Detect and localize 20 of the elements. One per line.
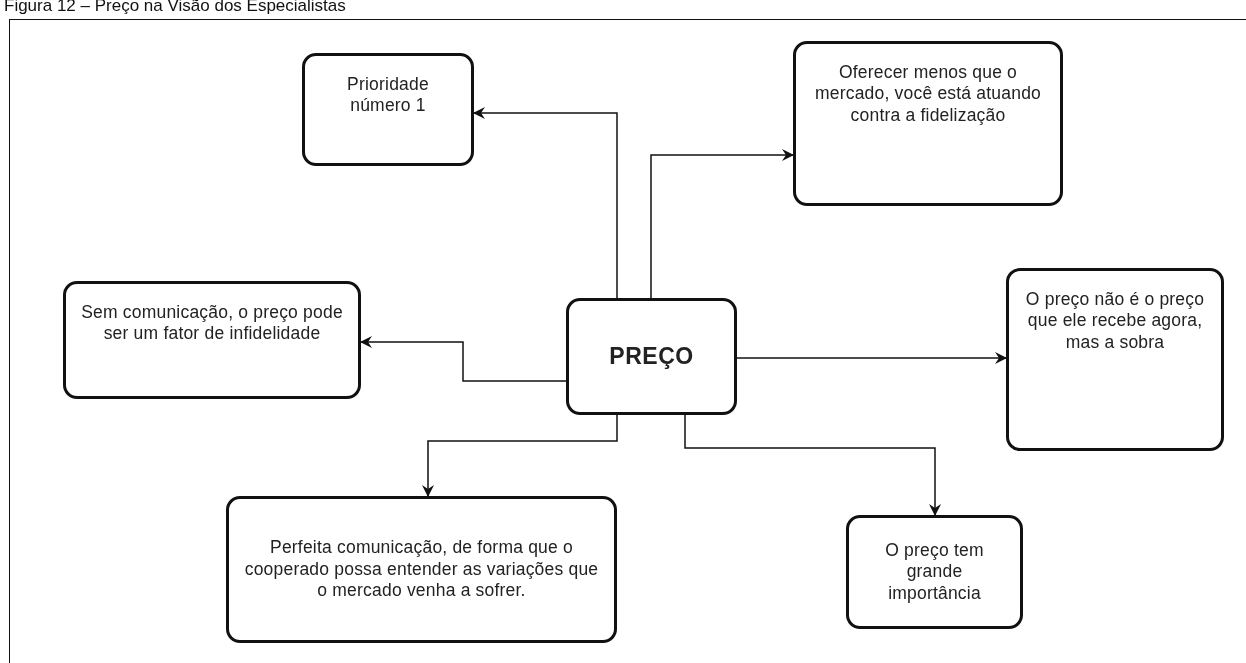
connector-arrow bbox=[473, 107, 618, 299]
idea-text: Perfeita comunicação, de forma que o cooperado possa entender as variações que o mercado venha a sofrer. bbox=[243, 537, 600, 602]
idea-box bbox=[63, 281, 361, 399]
connector-arrow bbox=[650, 149, 794, 299]
idea-text: O preço tem grande importância bbox=[884, 540, 985, 604]
idea-box bbox=[846, 515, 1023, 629]
idea-box bbox=[1006, 268, 1224, 451]
connector-arrow bbox=[736, 352, 1007, 364]
idea-box bbox=[226, 496, 617, 643]
idea-text: Prioridade número 1 bbox=[346, 74, 430, 117]
topic-title: PREÇO bbox=[609, 342, 694, 371]
central-topic-box bbox=[566, 298, 737, 415]
idea-text: Oferecer menos que o mercado, você está atuando contra a fidelização bbox=[813, 62, 1042, 127]
connector-arrow bbox=[684, 414, 941, 516]
idea-text: O preço não é o preço que ele recebe agora, mas a sobra bbox=[1024, 289, 1206, 354]
connector-arrow bbox=[360, 336, 567, 382]
idea-text: Sem comunicação, o preço pode ser um fator de infidelidade bbox=[80, 302, 344, 345]
idea-box bbox=[793, 41, 1063, 206]
connector-arrow bbox=[422, 414, 618, 497]
idea-box bbox=[302, 53, 474, 166]
